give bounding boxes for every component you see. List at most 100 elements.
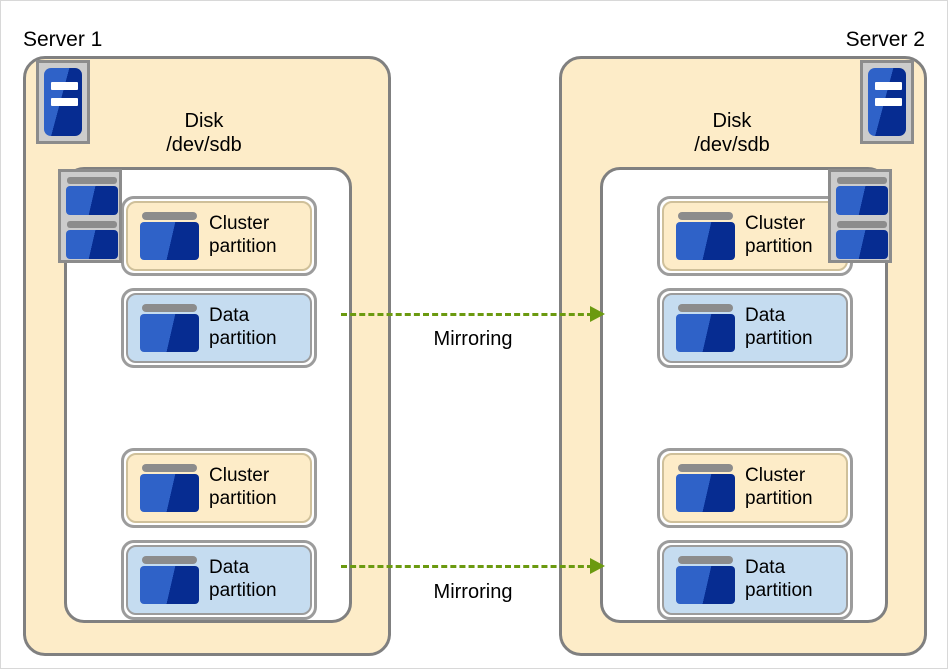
partition-inner: Data partition <box>126 545 312 615</box>
drive-body <box>140 566 199 604</box>
partition-cluster[interactable]: Cluster partition <box>657 448 853 528</box>
partition-label: Cluster partition <box>745 213 813 259</box>
partition-label: Data partition <box>745 305 813 351</box>
drive-cap <box>142 304 197 312</box>
partition-label-line2: partition <box>209 580 277 601</box>
dashed-line <box>341 565 593 568</box>
dashed-line <box>341 313 593 316</box>
partition-drive-icon <box>140 303 199 353</box>
partition-label-line1: Cluster <box>745 213 806 235</box>
server-2-label: Server 2 <box>845 28 925 51</box>
drive-body <box>140 222 199 260</box>
disk-platter <box>66 221 118 259</box>
server-2-disk-caption: Disk /dev/sdb <box>662 109 802 158</box>
partition-label: Data partition <box>745 557 813 603</box>
partition-label: Data partition <box>209 305 277 351</box>
drive-cap <box>678 464 733 472</box>
partition-data[interactable]: Data partition <box>121 540 317 620</box>
mirroring-arrow-1 <box>341 304 605 330</box>
partition-label-line2: partition <box>745 236 813 257</box>
partition-label-line2: partition <box>209 488 277 509</box>
disk-caption-line2: /dev/sdb <box>166 134 242 157</box>
platter-cap <box>837 177 887 184</box>
disk-platter <box>836 221 888 259</box>
partition-drive-icon <box>676 211 735 261</box>
mirroring-arrow-2 <box>341 556 605 582</box>
partition-label-line2: partition <box>745 488 813 509</box>
platter-body <box>66 230 118 259</box>
server-led-bar <box>875 82 902 90</box>
partition-cluster[interactable]: Cluster partition <box>121 196 317 276</box>
platter-body <box>836 230 888 259</box>
disk-caption-line2: /dev/sdb <box>694 134 770 157</box>
server-1-disk-caption: Disk /dev/sdb <box>134 109 274 158</box>
partition-label-line1: Cluster <box>209 213 270 235</box>
partition-drive-icon <box>140 211 199 261</box>
partition-drive-icon <box>676 555 735 605</box>
partition-label-line2: partition <box>209 328 277 349</box>
drive-cap <box>678 556 733 564</box>
partition-label-line1: Data <box>209 305 250 327</box>
partition-label-line1: Data <box>745 557 786 579</box>
partition-cluster[interactable]: Cluster partition <box>121 448 317 528</box>
partition-drive-icon <box>676 463 735 513</box>
arrowhead-icon <box>590 306 605 322</box>
disk-caption-line1: Disk <box>712 110 752 132</box>
partition-label-line1: Data <box>209 557 250 579</box>
disk-stack-icon <box>58 169 122 263</box>
partition-data[interactable]: Data partition <box>657 288 853 368</box>
partition-inner: Cluster partition <box>662 453 848 523</box>
partition-drive-icon <box>140 555 199 605</box>
server-2-disk-panel: Cluster partition Data partition <box>600 167 888 623</box>
drive-cap <box>142 464 197 472</box>
partition-data[interactable]: Data partition <box>657 540 853 620</box>
partition-label-line2: partition <box>209 236 277 257</box>
drive-cap <box>678 304 733 312</box>
partition-inner: Data partition <box>662 293 848 363</box>
partition-label: Cluster partition <box>745 465 813 511</box>
server-icon <box>36 60 90 144</box>
partition-label-line2: partition <box>745 580 813 601</box>
partition-drive-icon <box>140 463 199 513</box>
platter-body <box>66 186 118 215</box>
disk-caption-line1: Disk <box>184 110 224 132</box>
disk-platter <box>66 177 118 215</box>
server-1-label: Server 1 <box>23 28 103 51</box>
server-led-bar <box>51 82 78 90</box>
server-1-disk-panel: Cluster partition Data partition <box>64 167 352 623</box>
server-icon <box>860 60 914 144</box>
partition-label: Data partition <box>209 557 277 603</box>
partition-label-line1: Data <box>745 305 786 327</box>
server-led-bar <box>875 98 902 106</box>
partition-label-line1: Cluster <box>209 465 270 487</box>
partition-inner: Data partition <box>662 545 848 615</box>
server-1-box: Disk /dev/sdb Cluster partition <box>23 56 391 656</box>
mirroring-label-1: Mirroring <box>433 328 513 350</box>
platter-cap <box>67 177 117 184</box>
disk-stack-icon <box>828 169 892 263</box>
drive-cap <box>142 556 197 564</box>
platter-cap <box>837 221 887 228</box>
partition-label: Cluster partition <box>209 465 277 511</box>
partition-label-line1: Cluster <box>745 465 806 487</box>
arrowhead-icon <box>590 558 605 574</box>
drive-body <box>676 314 735 352</box>
partition-drive-icon <box>676 303 735 353</box>
platter-cap <box>67 221 117 228</box>
partition-label: Cluster partition <box>209 213 277 259</box>
partition-inner: Cluster partition <box>126 453 312 523</box>
platter-body <box>836 186 888 215</box>
drive-cap <box>142 212 197 220</box>
server-chassis <box>868 68 906 136</box>
drive-body <box>676 222 735 260</box>
drive-body <box>140 314 199 352</box>
server-led-bar <box>51 98 78 106</box>
drive-body <box>676 474 735 512</box>
partition-data[interactable]: Data partition <box>121 288 317 368</box>
drive-body <box>140 474 199 512</box>
server-2-box: Disk /dev/sdb Cluster partition <box>559 56 927 656</box>
partition-label-line2: partition <box>745 328 813 349</box>
partition-cluster[interactable]: Cluster partition <box>657 196 853 276</box>
partition-inner: Cluster partition <box>126 201 312 271</box>
